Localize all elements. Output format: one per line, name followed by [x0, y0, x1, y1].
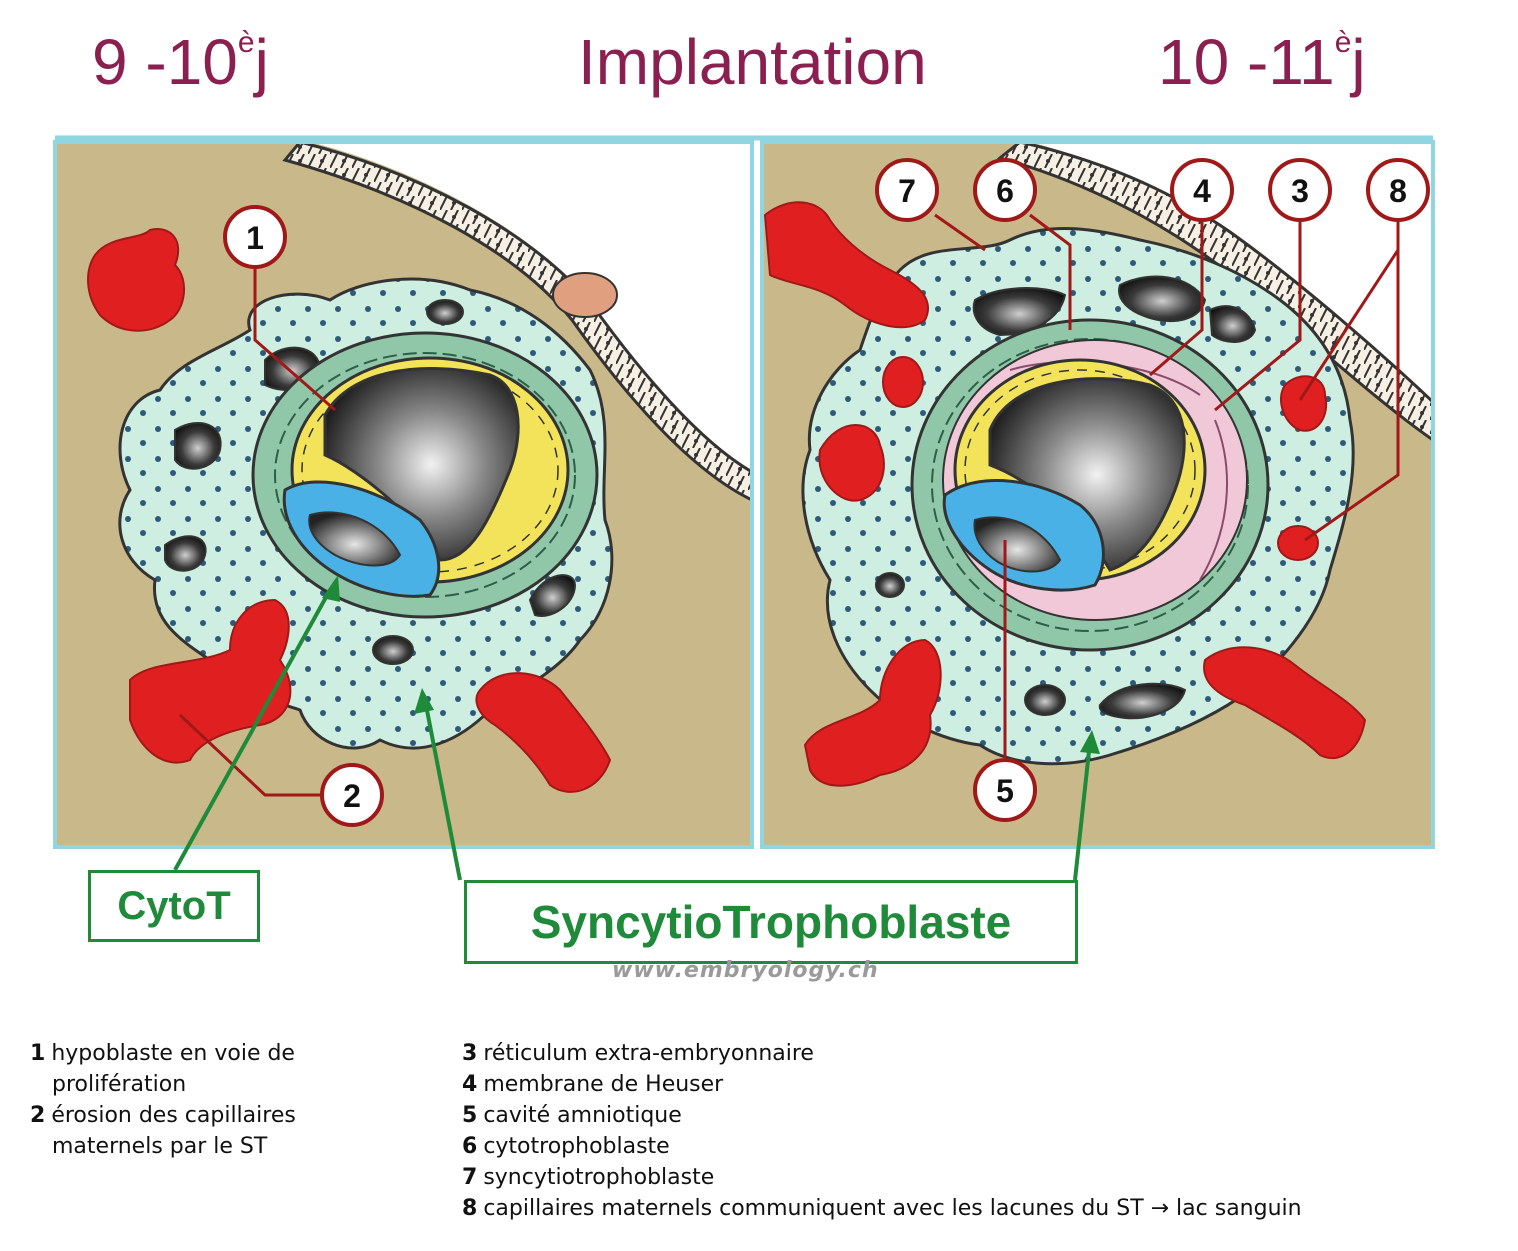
lacuna [1118, 275, 1207, 322]
arrowhead [414, 688, 434, 714]
syncytiotrophoblaste-label-box: SyncytioTrophoblaste [464, 880, 1078, 964]
legend-num: 5 [462, 1103, 478, 1128]
marker-5: 5 [973, 758, 1037, 822]
marker-label: 6 [996, 173, 1014, 209]
marker-7: 7 [875, 158, 939, 222]
legend-num: 4 [462, 1072, 478, 1097]
marker-label: 8 [1389, 173, 1407, 209]
legend-num: 7 [462, 1165, 478, 1190]
legend-text: maternels par le ST [52, 1134, 268, 1159]
lacuna [164, 535, 207, 572]
title-left-day-num: 9 -10 [92, 26, 238, 98]
maternal-capillary [1203, 646, 1367, 760]
marker-label: 3 [1291, 173, 1309, 209]
legend-text: capillaires maternels communiquent avec … [483, 1196, 1302, 1221]
legend-text: cytotrophoblaste [483, 1134, 670, 1159]
marker-label: 1 [246, 220, 264, 256]
lacuna [372, 635, 414, 665]
blood-lacuna [818, 424, 885, 502]
marker-2: 2 [320, 763, 384, 827]
legend-text: hypoblaste en voie de [51, 1041, 295, 1066]
maternal-capillary [87, 228, 186, 332]
title-right-day: 10 -11èj [1158, 28, 1366, 95]
maternal-capillary [803, 638, 942, 787]
legend-num: 3 [462, 1041, 478, 1066]
legend-text: cavité amniotique [483, 1103, 682, 1128]
lacuna [528, 574, 577, 617]
page-title: Implantation [578, 26, 927, 98]
legend-text: membrane de Heuser [483, 1072, 724, 1097]
cytot-label-box: CytoT [88, 870, 260, 942]
title-right-day-sup: è [1334, 26, 1352, 59]
legend-text: syncytiotrophoblaste [483, 1165, 715, 1190]
legend-num: 1 [30, 1041, 46, 1066]
legend-item-1-cont: prolifération [30, 1069, 296, 1100]
marker-4: 4 [1170, 158, 1234, 222]
legend-text: érosion des capillaires [51, 1103, 296, 1128]
lacuna [1024, 684, 1066, 716]
title-right-day-j: j [1351, 26, 1366, 98]
lacuna [972, 287, 1067, 337]
amniotic-space-left [308, 511, 402, 567]
marker-1: 1 [223, 205, 287, 269]
title-left-day: 9 -10èj [92, 28, 269, 95]
maternal-capillary [475, 672, 612, 793]
blood-lacuna [882, 356, 924, 408]
maternal-capillary [763, 201, 930, 329]
marker-3: 3 [1268, 158, 1332, 222]
title-left-day-j: j [254, 26, 269, 98]
fibrin-plug [552, 272, 618, 318]
right-panel [762, 142, 1433, 847]
left-panel [55, 142, 752, 847]
watermark: www.embryology.ch [612, 958, 879, 983]
marker-label: 5 [996, 773, 1014, 809]
title-left-day-sup: è [237, 26, 255, 59]
lacuna [426, 299, 464, 325]
marker-label: 4 [1193, 173, 1211, 209]
maternal-capillary [129, 598, 292, 764]
uterine-lumen-right [1030, 142, 1433, 400]
blood-lacuna [1277, 525, 1319, 561]
blood-lacuna [1280, 375, 1328, 432]
legend-num: 2 [30, 1103, 46, 1128]
green-arrows [173, 589, 1092, 881]
marker-6: 6 [973, 158, 1037, 222]
lacuna [174, 421, 222, 470]
title-right-day-num: 10 -11 [1158, 26, 1335, 98]
marker-8: 8 [1366, 158, 1430, 222]
legend-num: 6 [462, 1134, 478, 1159]
legend-text: prolifération [52, 1072, 187, 1097]
amniotic-cavity [973, 516, 1062, 573]
arrowhead [322, 575, 340, 602]
marker-leaders [178, 213, 1400, 797]
lacuna [875, 572, 905, 598]
arrowhead [1080, 730, 1100, 754]
uterine-lumen [310, 142, 752, 470]
legend-text: réticulum extra-embryonnaire [483, 1041, 814, 1066]
legend-num: 8 [462, 1196, 478, 1221]
lacuna [1098, 682, 1187, 720]
marker-label: 7 [898, 173, 916, 209]
lacuna [1208, 305, 1257, 343]
legend-item-2-cont: maternels par le ST [30, 1131, 296, 1162]
marker-label: 2 [343, 778, 361, 814]
